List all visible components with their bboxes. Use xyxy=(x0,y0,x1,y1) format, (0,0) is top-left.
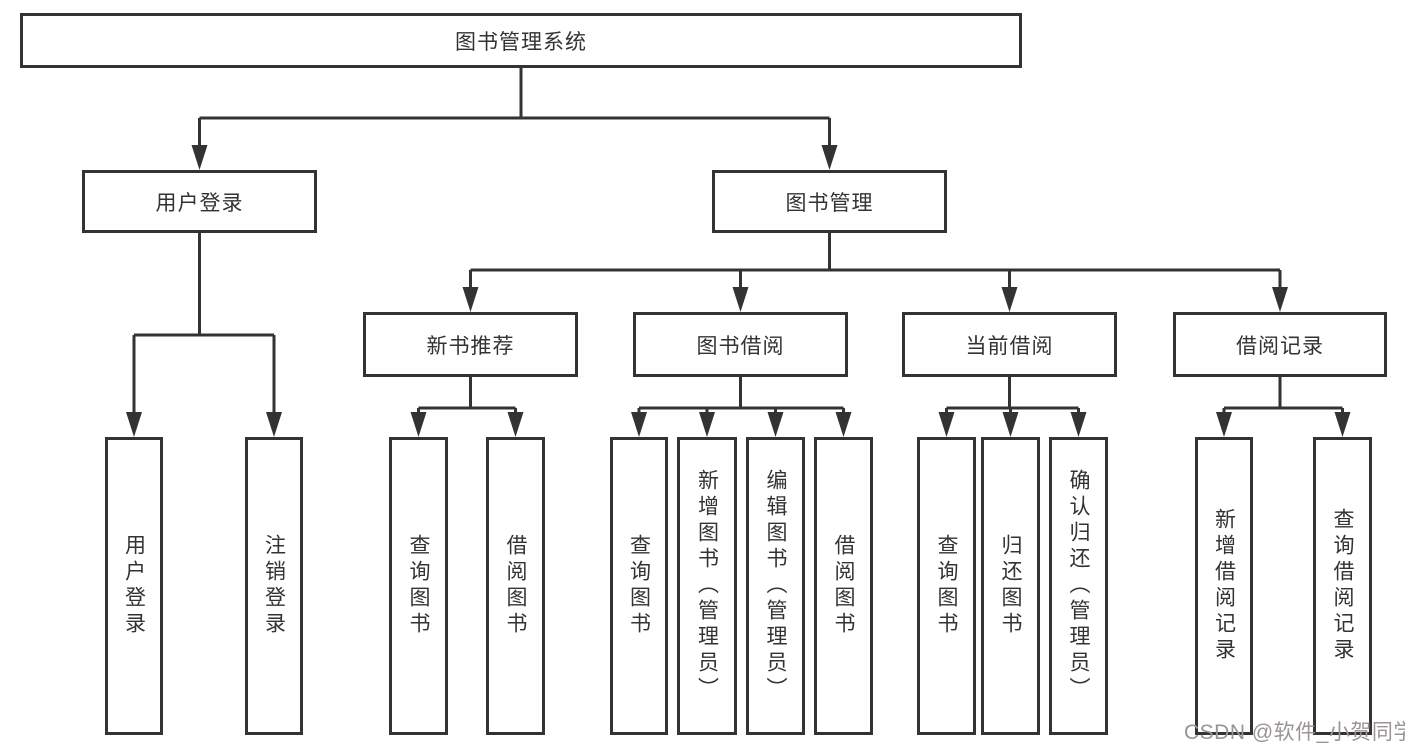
leaf-label: 查询图书 xyxy=(407,534,430,638)
node-book-management: 图书管理 xyxy=(712,170,947,233)
leaf-node-query-books: 查询图书 xyxy=(389,437,448,735)
leaf-node-query-books: 查询图书 xyxy=(917,437,976,735)
leaf-label: 归还图书 xyxy=(999,534,1022,638)
root-node-label: 图书管理系统 xyxy=(455,30,587,54)
leaf-node-borrow-books: 借阅图书 xyxy=(486,437,545,735)
section-node-borrow-records: 借阅记录 xyxy=(1173,312,1387,377)
leaf-label: 注销登录 xyxy=(262,534,286,638)
leaf-label: 确认归还（管理员） xyxy=(1067,469,1090,703)
leaf-node-logout: 注销登录 xyxy=(245,437,303,735)
section-node-book-borrow: 图书借阅 xyxy=(633,312,848,377)
leaf-label: 借阅图书 xyxy=(504,534,527,638)
section-label: 图书借阅 xyxy=(696,334,785,358)
arrowhead-icons xyxy=(126,145,1351,437)
connector-rails xyxy=(132,68,1344,413)
leaf-label: 查询图书 xyxy=(627,534,651,638)
section-label: 当前借阅 xyxy=(965,334,1054,358)
leaf-node-query-books: 查询图书 xyxy=(610,437,668,735)
leaf-node-add-borrow-record: 新增借阅记录 xyxy=(1195,437,1253,735)
leaf-node-query-borrow-record: 查询借阅记录 xyxy=(1313,437,1372,735)
root-node-library-system: 图书管理系统 xyxy=(20,13,1022,68)
leaf-label: 新增图书（管理员） xyxy=(695,469,719,703)
leaf-label: 用户登录 xyxy=(122,534,146,638)
leaf-node-confirm-return-admin: 确认归还（管理员） xyxy=(1049,437,1108,735)
leaf-node-borrow-books: 借阅图书 xyxy=(814,437,873,735)
leaf-label: 查询借阅记录 xyxy=(1331,508,1354,664)
leaf-label: 新增借阅记录 xyxy=(1212,508,1236,664)
leaf-label: 查询图书 xyxy=(935,534,958,638)
section-label: 借阅记录 xyxy=(1236,334,1324,358)
leaf-label: 编辑图书（管理员） xyxy=(764,469,787,703)
leaf-label: 借阅图书 xyxy=(832,534,855,638)
leaf-node-edit-books-admin: 编辑图书（管理员） xyxy=(746,437,805,735)
section-node-current-borrow: 当前借阅 xyxy=(902,312,1117,377)
leaf-node-return-books: 归还图书 xyxy=(981,437,1040,735)
watermark: CSDN @软件_小贺同学 xyxy=(1184,721,1405,744)
section-label: 新书推荐 xyxy=(426,334,515,358)
section-node-new-book-recommend: 新书推荐 xyxy=(363,312,578,377)
leaf-node-add-books-admin: 新增图书（管理员） xyxy=(677,437,737,735)
node-user-login-label: 用户登录 xyxy=(155,191,244,215)
leaf-node-user-login: 用户登录 xyxy=(105,437,163,735)
node-user-login: 用户登录 xyxy=(82,170,317,233)
node-book-management-label: 图书管理 xyxy=(785,191,874,215)
